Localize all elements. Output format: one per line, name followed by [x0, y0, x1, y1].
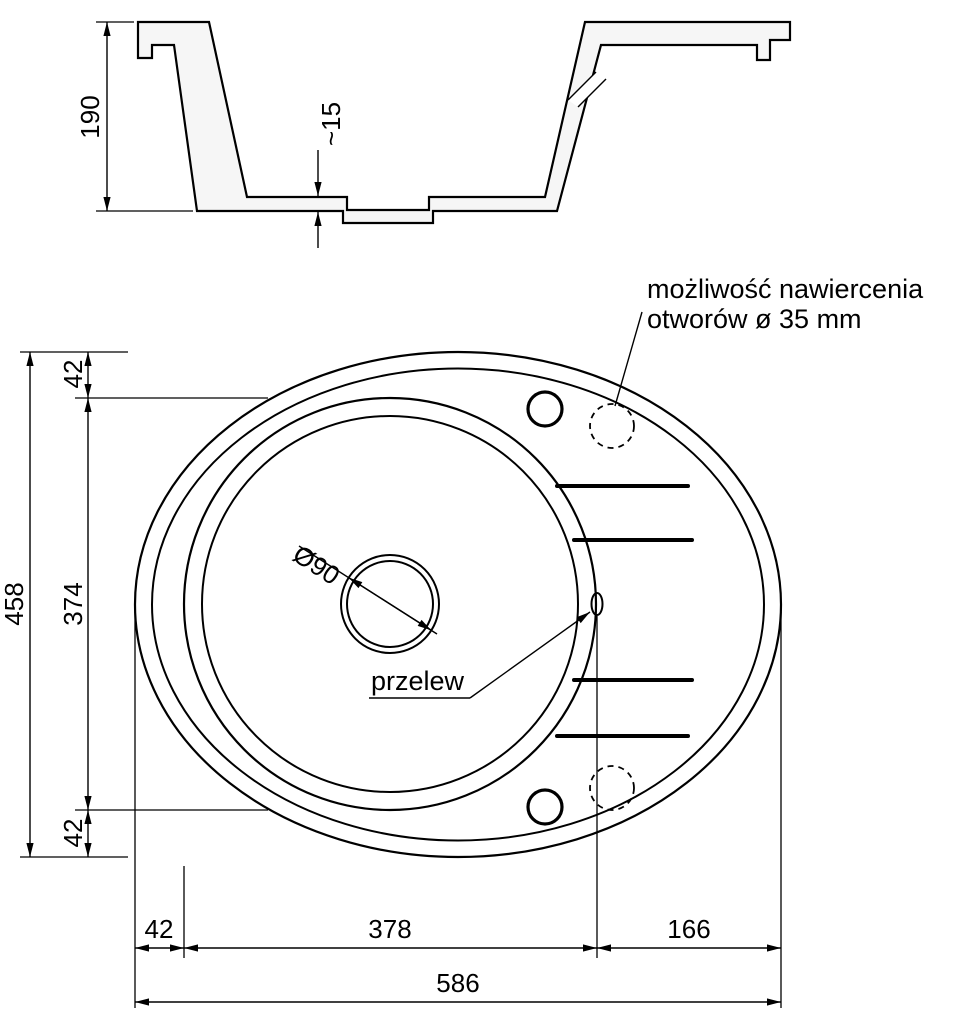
overflow-callout: przelew: [369, 611, 591, 699]
sink-outer-edge: [133, 350, 783, 859]
dimension-drain-diameter: Ø90: [288, 539, 438, 635]
dimension-label-bowl-height: 374: [58, 582, 88, 625]
dimension-label-section-height: 190: [75, 95, 105, 138]
plan-view: Ø90 przelew możliwość nawiercenia otworó…: [0, 274, 924, 1008]
drill-note-line2: otworów ø 35 mm: [647, 304, 862, 334]
drain-hole: [340, 554, 440, 654]
bowl-outer-circle: [182, 396, 598, 812]
optional-hole-bottom: [589, 765, 635, 811]
tap-hole-top: [526, 390, 564, 428]
dimension-label-margin-bottom: 42: [58, 819, 88, 848]
dimension-label-overall-height: 458: [0, 582, 29, 625]
dimension-section-height: 190: [75, 21, 193, 212]
dimension-left-chain: 458 42 374 42: [0, 351, 268, 858]
drill-note-line1: możliwość nawiercenia: [647, 274, 924, 304]
sink-inner-rim: [151, 367, 765, 842]
dimension-label-overall-width: 586: [436, 968, 479, 998]
dimension-label-bowl-width: 378: [368, 914, 411, 944]
drainer-grooves: [555, 484, 694, 738]
tap-hole-bottom: [526, 788, 564, 826]
optional-hole-top: [589, 403, 635, 449]
dimension-label-margin-top: 42: [58, 360, 88, 389]
dimension-bottom-thickness: ~15: [314, 102, 346, 248]
dimension-label-bottom-thickness: ~15: [316, 102, 346, 146]
overflow-slot: [590, 592, 604, 616]
drill-note: możliwość nawiercenia otworów ø 35 mm: [614, 274, 924, 407]
section-break-symbol: [567, 71, 607, 108]
dimension-label-drainboard-width: 166: [667, 914, 710, 944]
dimension-bottom-chain: 42 378 166 586: [134, 612, 782, 1008]
overflow-label: przelew: [371, 666, 465, 696]
dimension-label-margin-left: 42: [145, 914, 174, 944]
dimension-label-drain-diameter: Ø90: [288, 539, 346, 591]
bowl-inner-circle: [201, 415, 579, 793]
cross-section-view: 190 ~15: [75, 20, 792, 248]
sink-section-profile: [136, 20, 792, 225]
